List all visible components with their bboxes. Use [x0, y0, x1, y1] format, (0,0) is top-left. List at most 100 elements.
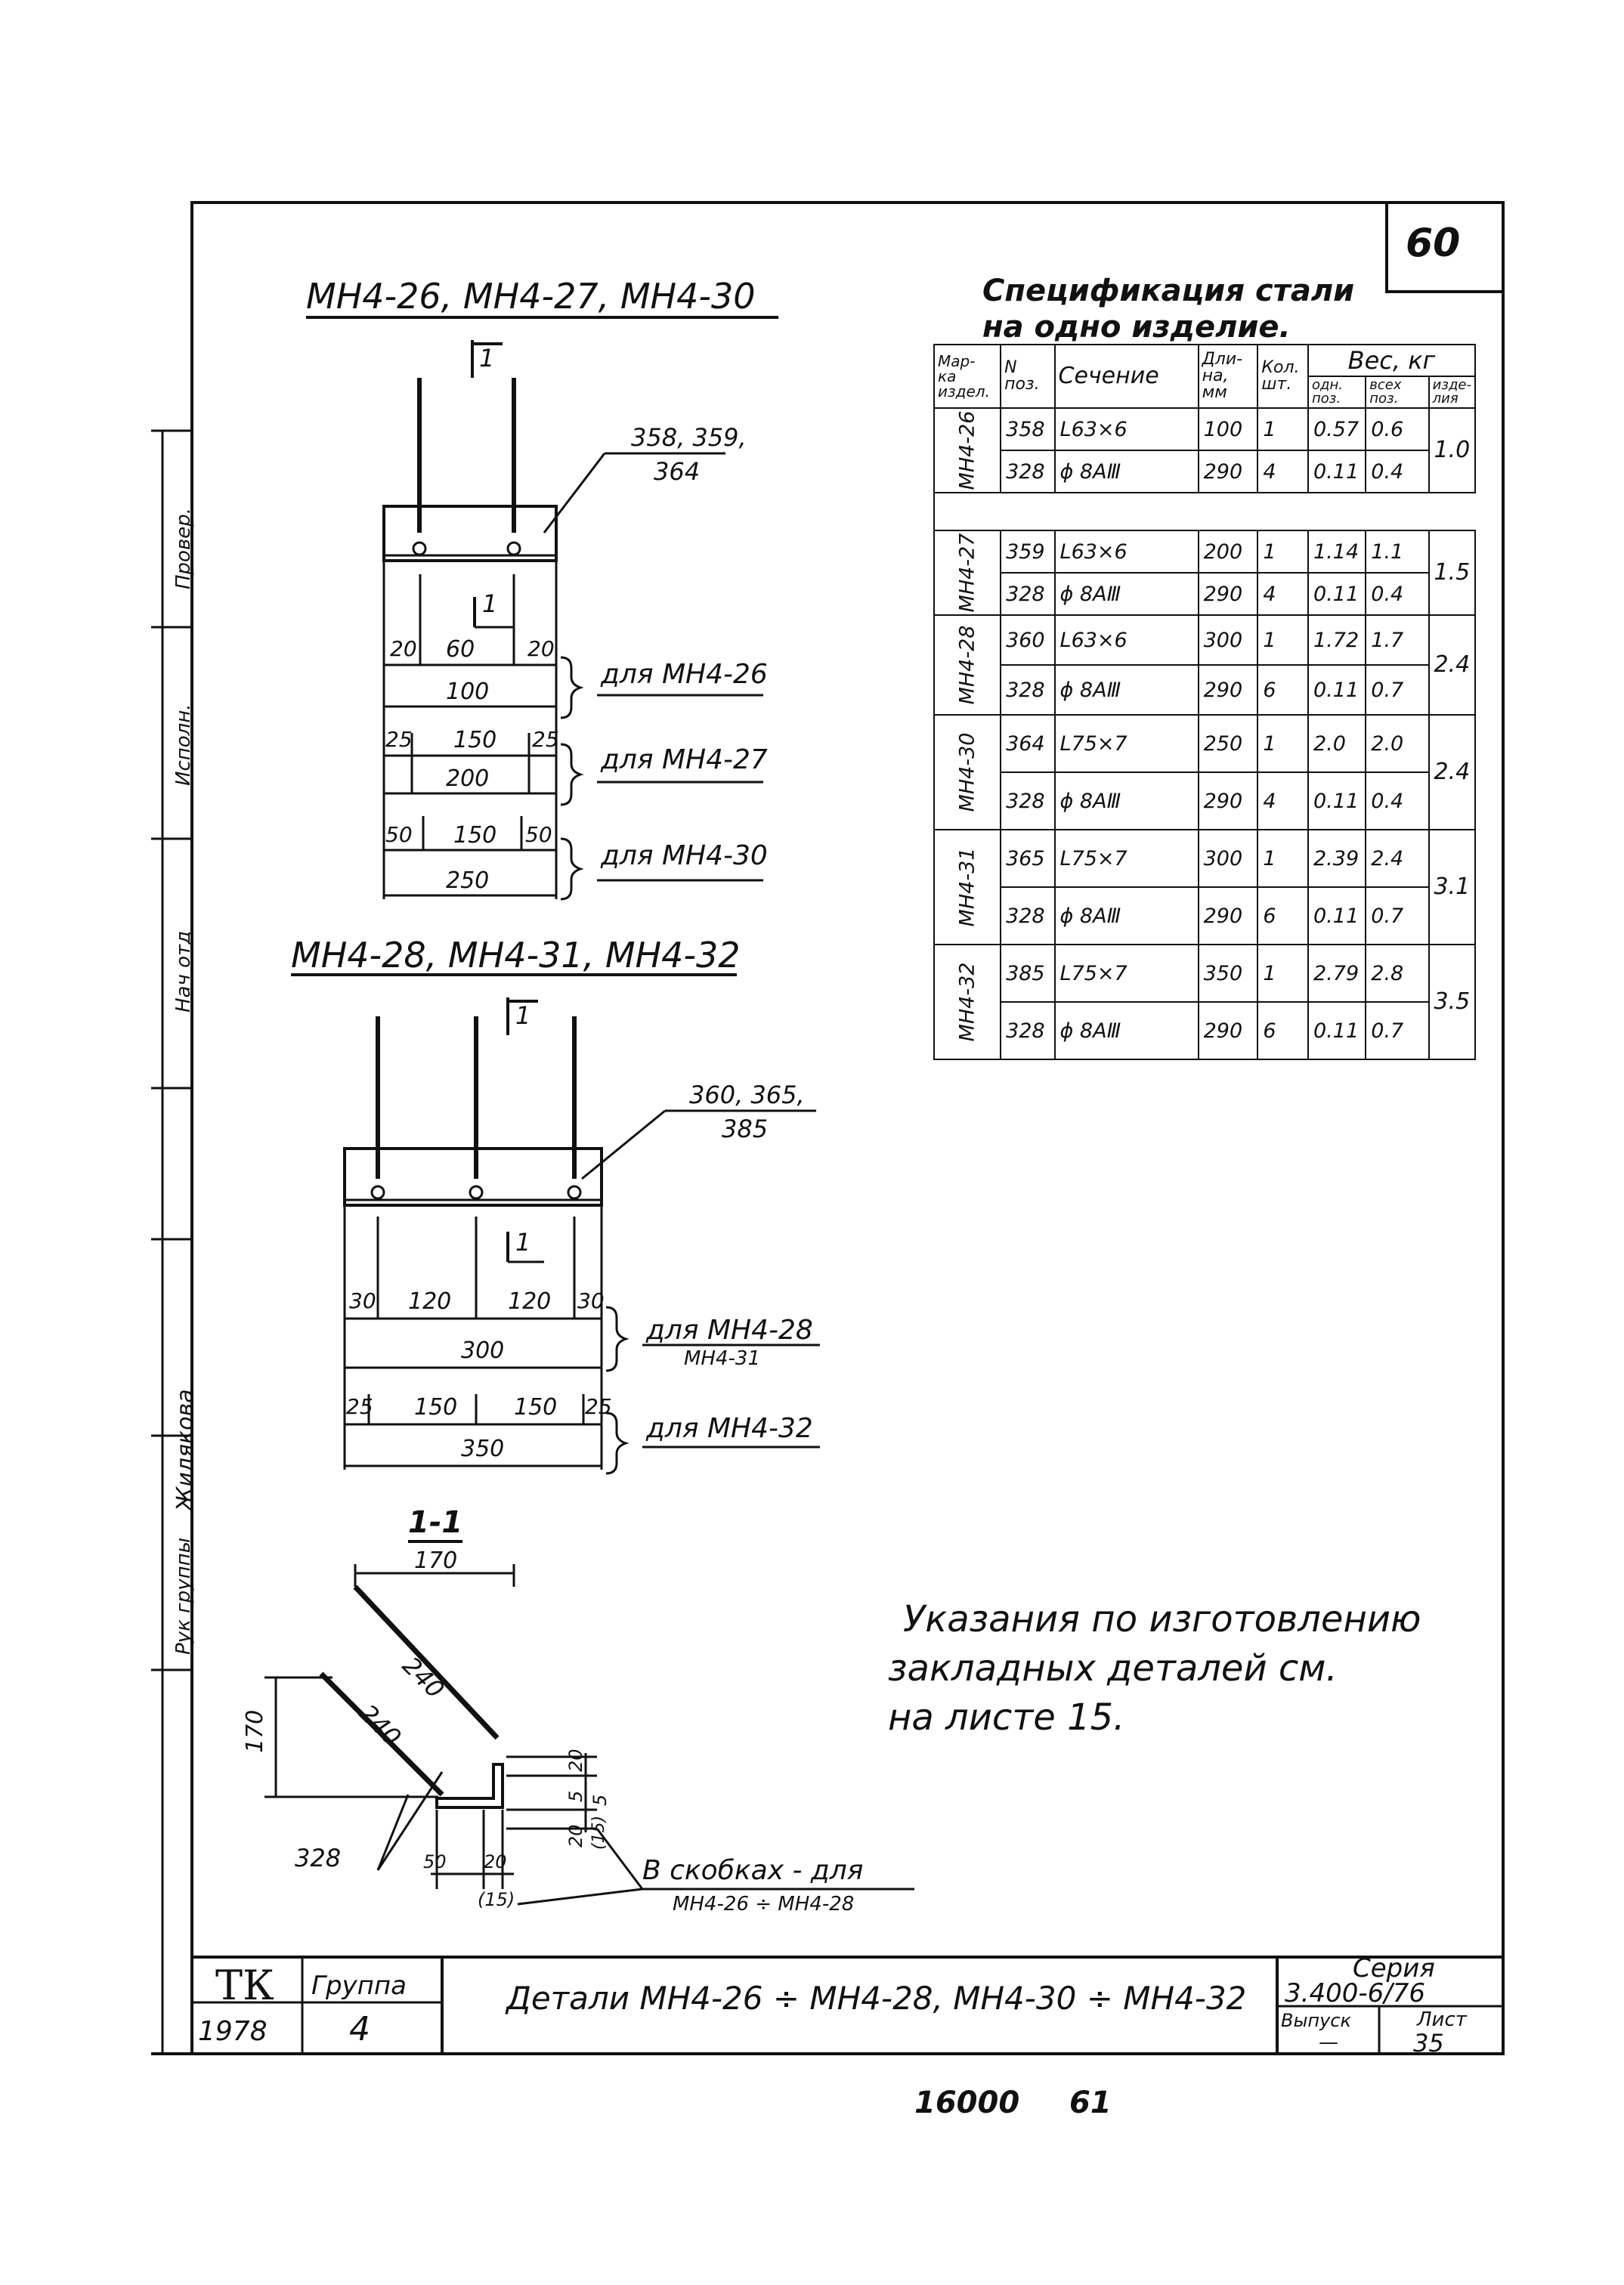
spec-qty: 1: [1257, 714, 1309, 773]
section-dim-right: 20: [565, 1749, 586, 1772]
dim-value: 25: [346, 1394, 373, 1419]
dim-total: 350: [461, 1436, 505, 1462]
spec-qty: 1: [1257, 614, 1309, 666]
manufacturing-note-line1: Указания по изготовлению: [903, 1598, 1421, 1640]
spec-section: L75×7: [1053, 829, 1199, 888]
spec-section: L63×6: [1053, 614, 1199, 666]
title-block-group-label: Группа: [311, 1971, 407, 2001]
spec-mark: МН4-26: [933, 407, 1002, 493]
spec-length: 350: [1197, 944, 1259, 1003]
spec-weight-all: 2.8: [1365, 944, 1430, 1003]
spec-section: ϕ 8АⅢ: [1053, 1001, 1199, 1060]
dim-value: 150: [414, 1394, 458, 1421]
spec-length: 250: [1197, 714, 1259, 773]
spec-weight-all: 0.4: [1365, 771, 1430, 830]
drawing1-callout-line2: 364: [654, 457, 701, 486]
spec-pos: 358: [1000, 407, 1056, 451]
spec-table: Мар- ка издел. N поз. Сечение Дли- на, м…: [933, 344, 1477, 1060]
dim-total: 250: [446, 867, 490, 894]
spec-section: ϕ 8АⅢ: [1053, 664, 1199, 716]
spec-qty: 6: [1257, 664, 1309, 716]
spec-qty: 4: [1257, 771, 1309, 830]
drawing1-section-mark: 1: [479, 344, 495, 373]
section-dim-bottom: 50: [423, 1851, 447, 1872]
dim-value: 50: [385, 822, 413, 847]
spec-title-line1: Спецификация стали: [982, 274, 1355, 308]
dim-label-2: МН4-31: [684, 1347, 760, 1370]
spec-pos: 359: [1000, 530, 1056, 574]
left-strip-label: Нач отд: [172, 930, 195, 1013]
dim-value: 150: [514, 1394, 558, 1421]
spec-section: L63×6: [1053, 407, 1199, 451]
drawing2-section-mark: 1: [515, 1001, 531, 1030]
spec-row: 328 ϕ 8АⅢ 290 6 0.11 0.7: [934, 1001, 1475, 1060]
spec-section: L75×7: [1053, 944, 1199, 1003]
dim-value: 120: [508, 1288, 552, 1315]
title-block-issue-value: —: [1319, 2031, 1338, 2054]
manufacturing-note-line2: закладных деталей см.: [888, 1647, 1338, 1690]
spec-length: 100: [1197, 407, 1259, 451]
dim-total: 100: [446, 679, 490, 705]
spec-row: МН4-26 358 L63×6 100 1 0.57 0.6 1.0: [933, 407, 1477, 493]
spec-weight-one: 0.11: [1307, 1001, 1367, 1060]
drawing1-callout-line1: 358, 359,: [631, 423, 747, 452]
spec-pos: 364: [1000, 714, 1056, 773]
drawing2-callout-line2: 385: [722, 1115, 769, 1143]
spec-qty: 1: [1257, 530, 1309, 574]
spec-pos: 328: [1000, 886, 1056, 945]
spec-qty: 6: [1257, 1001, 1309, 1060]
spec-weight-item: 1.0: [1428, 407, 1477, 493]
dim-total: 200: [446, 765, 490, 792]
spec-weight-one: 1.14: [1307, 530, 1367, 574]
spec-qty: 1: [1257, 944, 1309, 1003]
drawing2-section-mark-lower: 1: [515, 1228, 531, 1257]
spec-pos: 360: [1000, 614, 1056, 666]
spec-row: 328 ϕ 8АⅢ 290 4 0.11 0.4: [934, 771, 1475, 830]
spec-header-qty: Кол. шт.: [1257, 344, 1309, 409]
spec-header-w-all: всех поз.: [1365, 376, 1430, 409]
dim-value: 25: [385, 727, 413, 752]
spec-mark: МН4-31: [933, 829, 1002, 945]
spec-row: 328 ϕ 8АⅢ 290 6 0.11 0.7: [934, 886, 1475, 945]
spec-length: 290: [1197, 886, 1259, 945]
spec-weight-item: 2.4: [1428, 714, 1477, 830]
drawing1-section-mark-lower: 1: [482, 589, 498, 618]
section-title: 1-1: [408, 1505, 463, 1540]
spec-row: МН4-30 364 L75×7 250 1 2.0 2.0 2.4: [933, 714, 1477, 830]
spec-pos: 365: [1000, 829, 1056, 888]
title-block-sheet-value: 35: [1413, 2029, 1444, 2058]
spec-length: 290: [1197, 771, 1259, 830]
spec-row: 328 ϕ 8АⅢ 290 4 0.11 0.4: [934, 450, 1475, 493]
spec-weight-all: 0.4: [1365, 450, 1430, 493]
title-block-year: 1978: [198, 2016, 268, 2047]
spec-mark: МН4-28: [933, 614, 1002, 716]
left-strip-label: Рук группы: [172, 1537, 195, 1655]
spec-row: МН4-32 385 L75×7 350 1 2.79 2.8 3.5: [933, 944, 1477, 1060]
left-strip-label: Исполн.: [172, 703, 195, 786]
spec-weight-one: 1.72: [1307, 614, 1367, 666]
spec-weight-all: 1.1: [1365, 530, 1430, 574]
spec-length: 290: [1197, 450, 1259, 493]
spec-header-w-one: одн. поз.: [1307, 376, 1367, 409]
section-dim-top: 170: [414, 1548, 458, 1574]
section-note: В скобках - для: [642, 1855, 864, 1886]
dim-value: 30: [349, 1288, 376, 1313]
spec-section: L75×7: [1053, 714, 1199, 773]
spec-weight-all: 0.4: [1365, 572, 1430, 616]
dim-value: 25: [532, 727, 559, 752]
spec-title-line2: на одно изделие.: [982, 310, 1291, 345]
spec-weight-all: 1.7: [1365, 614, 1430, 666]
spec-pos: 328: [1000, 771, 1056, 830]
spec-length: 200: [1197, 530, 1259, 574]
spec-header-weight: Вес, кг: [1307, 344, 1476, 377]
spec-row: МН4-28 360 L63×6 300 1 1.72 1.7 2.4: [933, 614, 1477, 716]
dim-label: для МН4-30: [601, 840, 768, 871]
spec-row: МН4-31 365 L75×7 300 1 2.39 2.4 3.1: [933, 829, 1477, 945]
dim-value: 20: [527, 636, 555, 661]
section-dim-right: (15): [589, 1815, 608, 1850]
spec-pos: 328: [1000, 1001, 1056, 1060]
spec-length: 300: [1197, 614, 1259, 666]
spec-section: ϕ 8АⅢ: [1053, 450, 1199, 493]
spec-mark: МН4-30: [933, 714, 1002, 830]
spec-weight-one: 0.11: [1307, 450, 1367, 493]
